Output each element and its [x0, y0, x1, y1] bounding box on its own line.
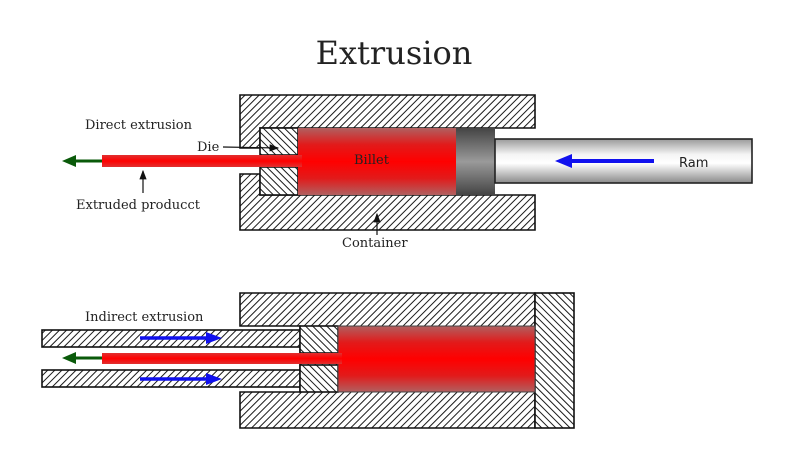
- container-label: Container: [342, 236, 408, 251]
- billet-label: Billet: [354, 153, 390, 168]
- die-label: Die: [197, 140, 220, 155]
- die-pointer: [222, 144, 280, 152]
- dummy-block: [456, 128, 495, 195]
- diagram-title: Extrusion: [316, 34, 473, 72]
- billet: [298, 128, 456, 195]
- indirect-extrusion-heading: Indirect extrusion: [85, 310, 204, 325]
- ram-label: Ram: [679, 156, 708, 171]
- indirect-extruded-product: [102, 353, 342, 364]
- ram-motion-arrow-upper: [140, 332, 222, 344]
- ram-motion-arrow-lower: [140, 373, 222, 385]
- direct-extrusion-heading: Direct extrusion: [85, 118, 193, 133]
- indirect-billet: [337, 325, 536, 393]
- indirect-flow-arrow: [62, 352, 102, 364]
- indirect-extrusion: Indirect extrusion: [41, 292, 575, 429]
- indirect-die-upper: [299, 325, 339, 354]
- end-cap: [534, 292, 575, 429]
- extruded-product: [102, 155, 302, 167]
- product-flow-arrow: [62, 155, 102, 167]
- die-lower: [259, 166, 299, 196]
- die-upper: [259, 127, 299, 156]
- extruded-product-label: Extruded producct: [76, 198, 201, 213]
- indirect-die-lower: [299, 364, 339, 393]
- ram-motion-arrow: [555, 154, 654, 168]
- direct-extrusion: Direct extrusion Die Billet Ram Extruded…: [62, 94, 753, 251]
